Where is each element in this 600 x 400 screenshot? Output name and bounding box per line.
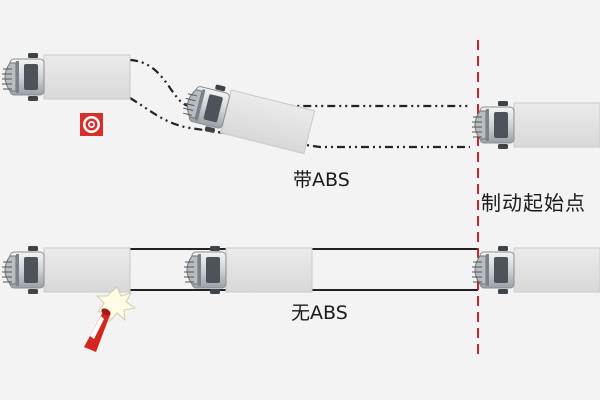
truck-icon (1, 245, 131, 295)
traffic-cone-icon (84, 308, 111, 352)
with-abs-label: 带ABS (293, 169, 350, 191)
truck-icon (471, 245, 600, 295)
braking-start-label: 制动起始点 (481, 191, 586, 215)
truck-icon (178, 77, 316, 157)
truck-icon (183, 245, 313, 295)
without-abs-label: 无ABS (291, 302, 348, 324)
truck-icon (1, 52, 131, 102)
target-icon (80, 113, 103, 136)
collision-burst-icon (95, 286, 137, 323)
truck-icon (471, 100, 600, 150)
